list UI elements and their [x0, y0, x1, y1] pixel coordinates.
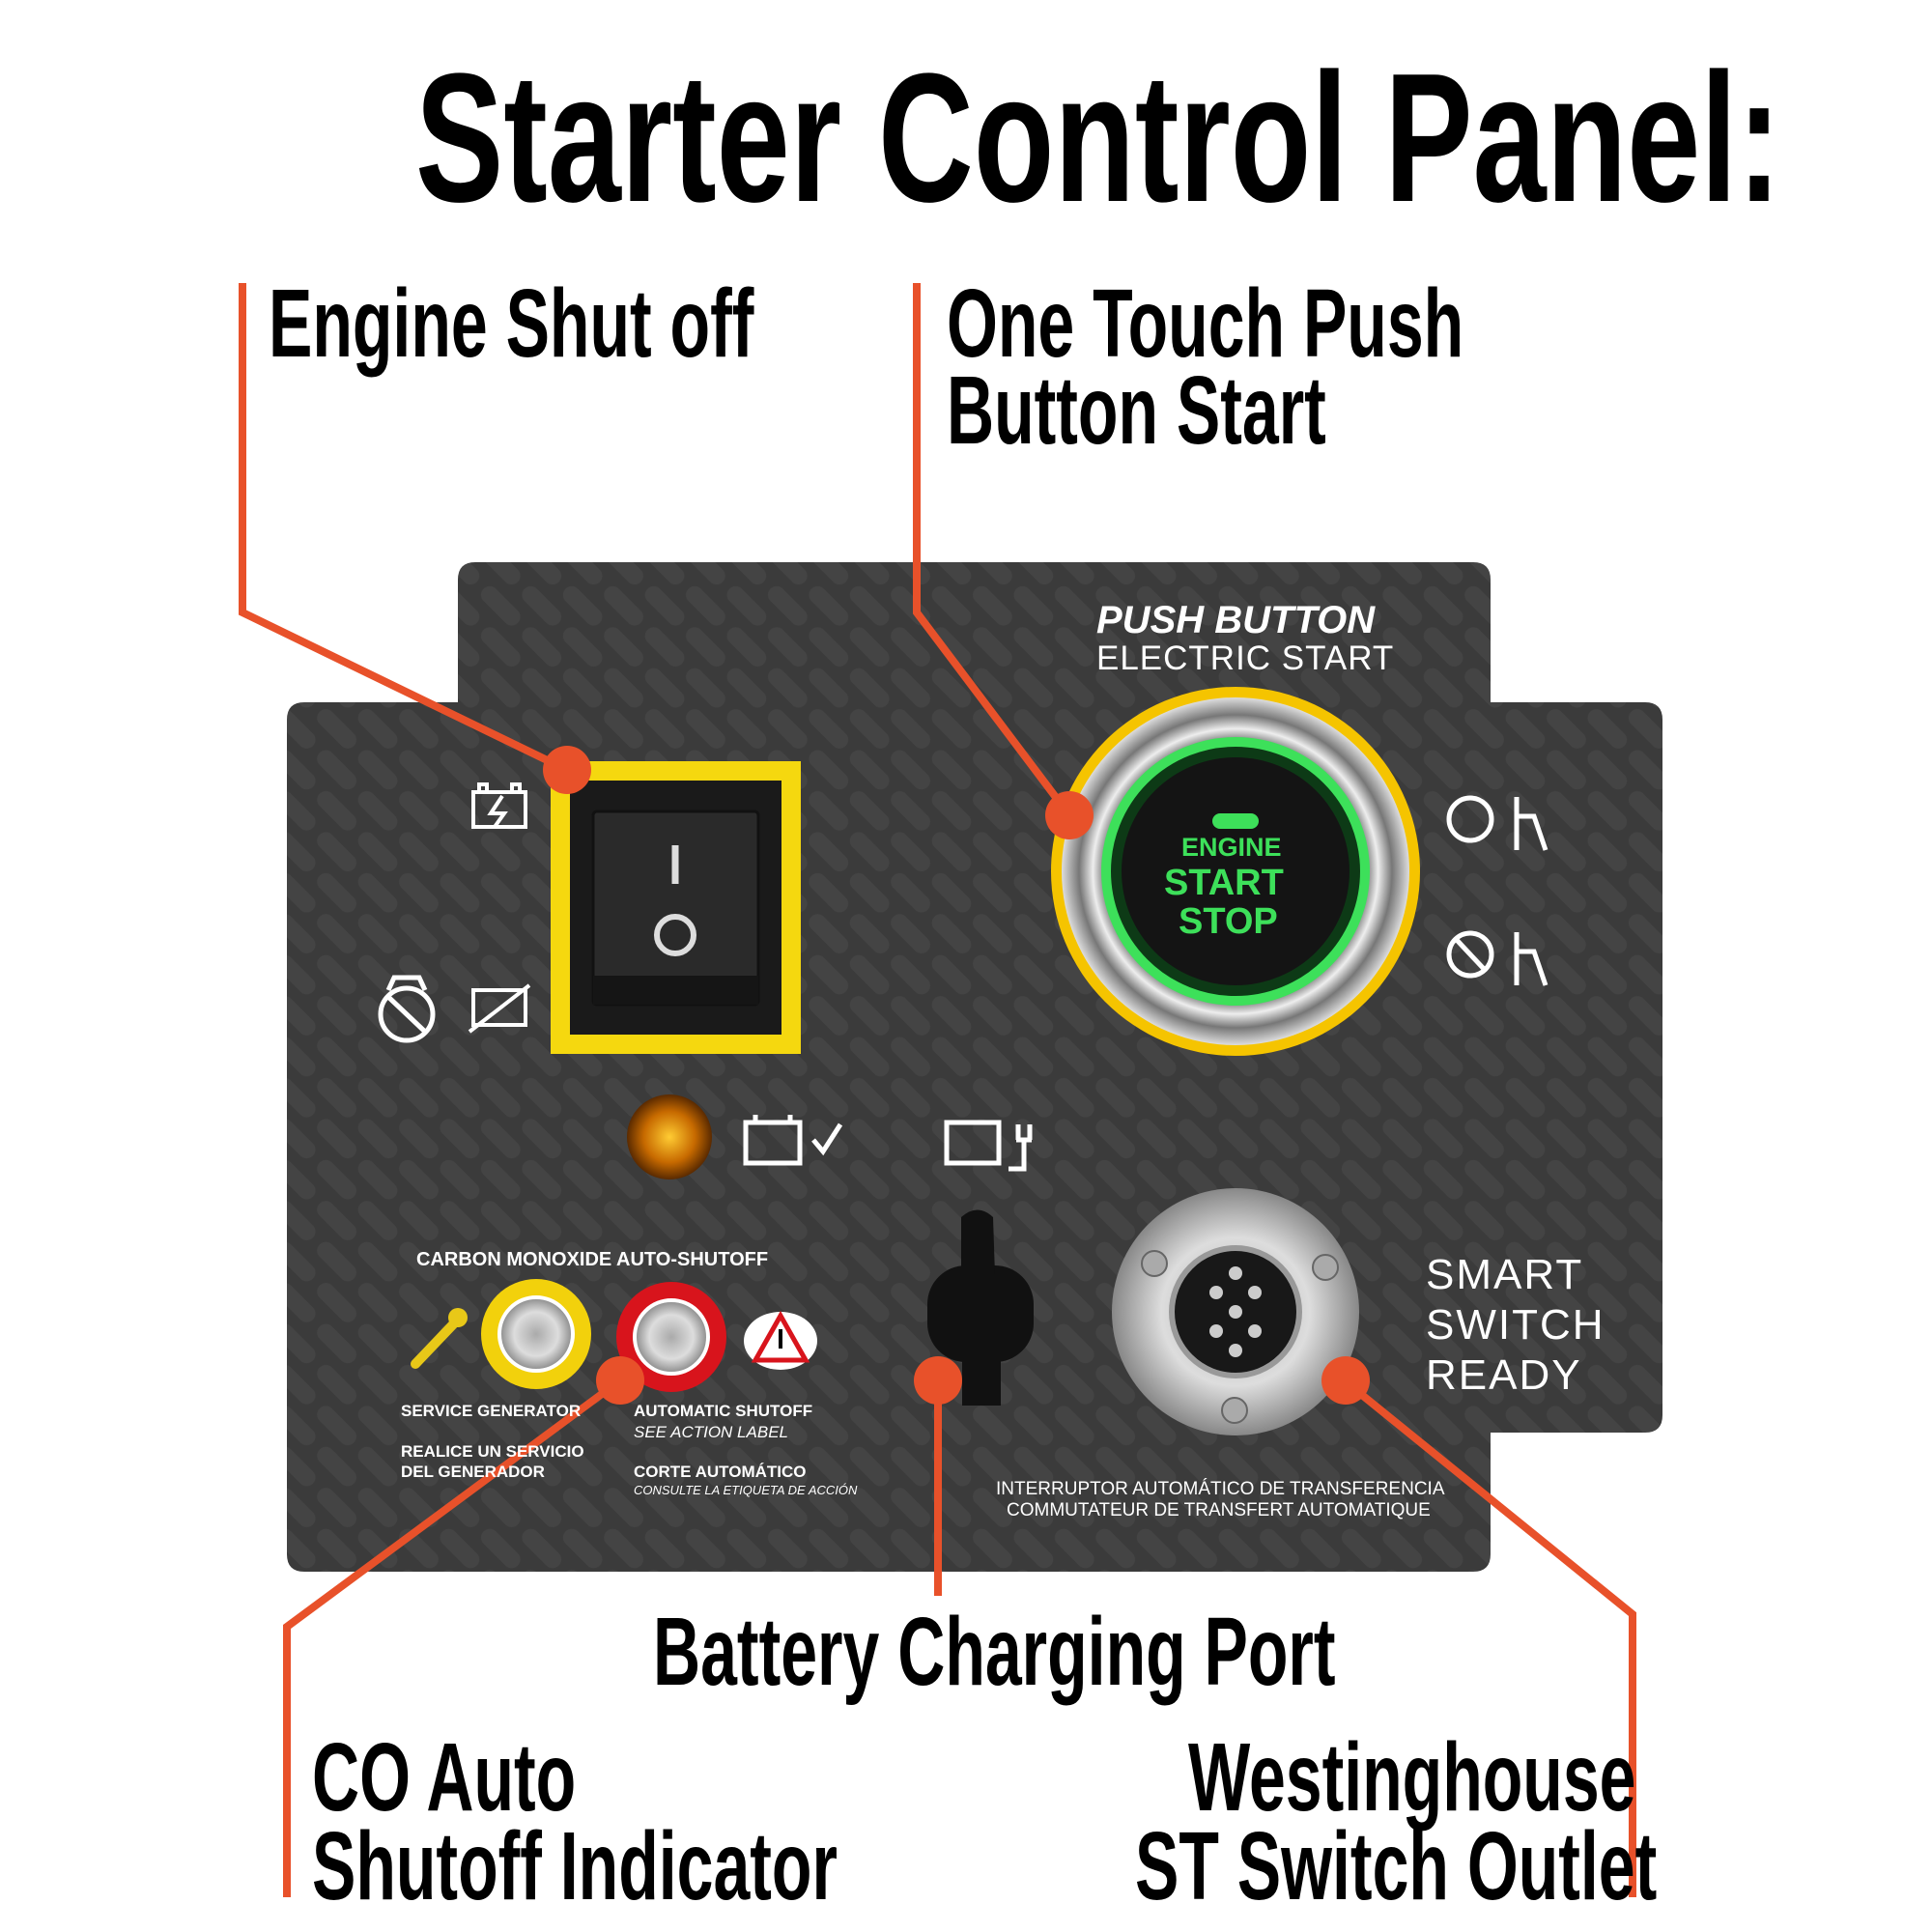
label-outlet-2: ST Switch Outlet	[1135, 1812, 1658, 1920]
engine-off-icon	[378, 975, 436, 1043]
battery-plug-icon	[944, 1120, 1033, 1172]
label-outlet-1: Westinghouse	[1188, 1723, 1636, 1832]
label-co-1: CO Auto	[312, 1723, 577, 1832]
label-engine-shutoff: Engine Shut off	[269, 270, 754, 378]
switch-text: SWITCH	[1426, 1301, 1605, 1349]
service-text: SERVICE GENERATOR	[401, 1402, 582, 1420]
battery-charging-port[interactable]	[927, 1209, 1034, 1406]
label-push-start-1: One Touch Push	[947, 270, 1464, 378]
control-panel	[287, 562, 1662, 1572]
wrench-icon	[411, 1308, 468, 1369]
button-text-engine: ENGINE	[1181, 833, 1282, 862]
ready-text: READY	[1426, 1351, 1582, 1399]
auto-shutoff-text: AUTOMATIC SHUTOFF	[634, 1402, 813, 1420]
engine-start-stop-button[interactable]	[1051, 687, 1420, 1056]
battery-on-icon	[471, 782, 527, 829]
battery-off-icon	[468, 983, 531, 1034]
button-text-stop: STOP	[1179, 901, 1278, 942]
callout-dots	[543, 746, 1370, 1405]
co-heading: CARBON MONOXIDE AUTO-SHUTOFF	[416, 1249, 769, 1270]
battery-status-light	[627, 1094, 712, 1179]
label-battery-port: Battery Charging Port	[653, 1598, 1336, 1706]
engine-rocker-switch[interactable]	[551, 761, 801, 1054]
engine-start-hand-icon	[1446, 795, 1548, 851]
engine-stop-hand-icon	[1446, 930, 1548, 986]
co-service-indicator	[481, 1279, 591, 1389]
see-label-text: SEE ACTION LABEL	[634, 1423, 788, 1441]
corte-text: CORTE AUTOMÁTICO	[634, 1463, 807, 1481]
service-es-2: DEL GENERADOR	[401, 1463, 545, 1481]
consulte-text: CONSULTE LA ETIQUETA DE ACCIÓN	[634, 1483, 858, 1497]
st-switch-outlet[interactable]	[1112, 1188, 1359, 1435]
battery-check-icon	[743, 1115, 843, 1166]
button-text-start: START	[1164, 863, 1284, 903]
service-es-1: REALICE UN SERVICIO	[401, 1442, 584, 1461]
warning-cloud-icon	[744, 1310, 817, 1370]
smart-text: SMART	[1426, 1251, 1584, 1298]
push-button-heading: PUSH BUTTON	[1096, 599, 1376, 641]
co-shutoff-indicator	[616, 1282, 726, 1392]
callout-lines	[239, 283, 1636, 1897]
page-title: Starter Control Panel:	[415, 36, 1781, 241]
transfer-fr: COMMUTATEUR DE TRANSFERT AUTOMATIQUE	[1007, 1500, 1431, 1520]
electric-start-heading: ELECTRIC START	[1096, 639, 1395, 677]
label-co-2: Shutoff Indicator	[312, 1812, 838, 1920]
label-push-start-2: Button Start	[947, 356, 1326, 465]
transfer-es: INTERRUPTOR AUTOMÁTICO DE TRANSFERENCIA	[996, 1479, 1445, 1499]
